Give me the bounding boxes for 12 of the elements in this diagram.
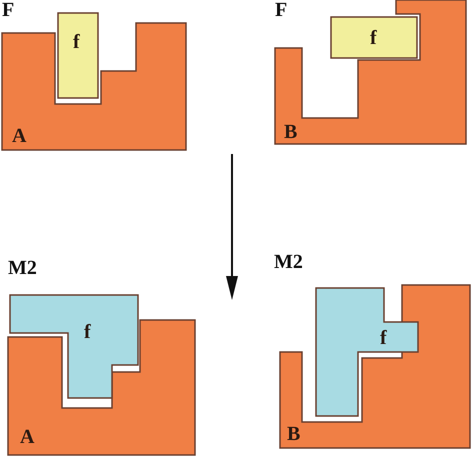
shape-label: f xyxy=(370,28,377,48)
shape-label: A xyxy=(20,427,34,447)
shape-label: B xyxy=(284,122,298,142)
shape-label: A xyxy=(12,126,26,146)
shape-label: f xyxy=(84,322,91,342)
panel-label: M2 xyxy=(8,258,37,278)
shape-label: B xyxy=(287,424,300,444)
panel-label: M2 xyxy=(274,252,303,272)
panel-label: F xyxy=(2,0,14,20)
shape-label: f xyxy=(73,32,80,52)
panel-label: F xyxy=(275,0,288,20)
shape-label: f xyxy=(380,328,387,348)
